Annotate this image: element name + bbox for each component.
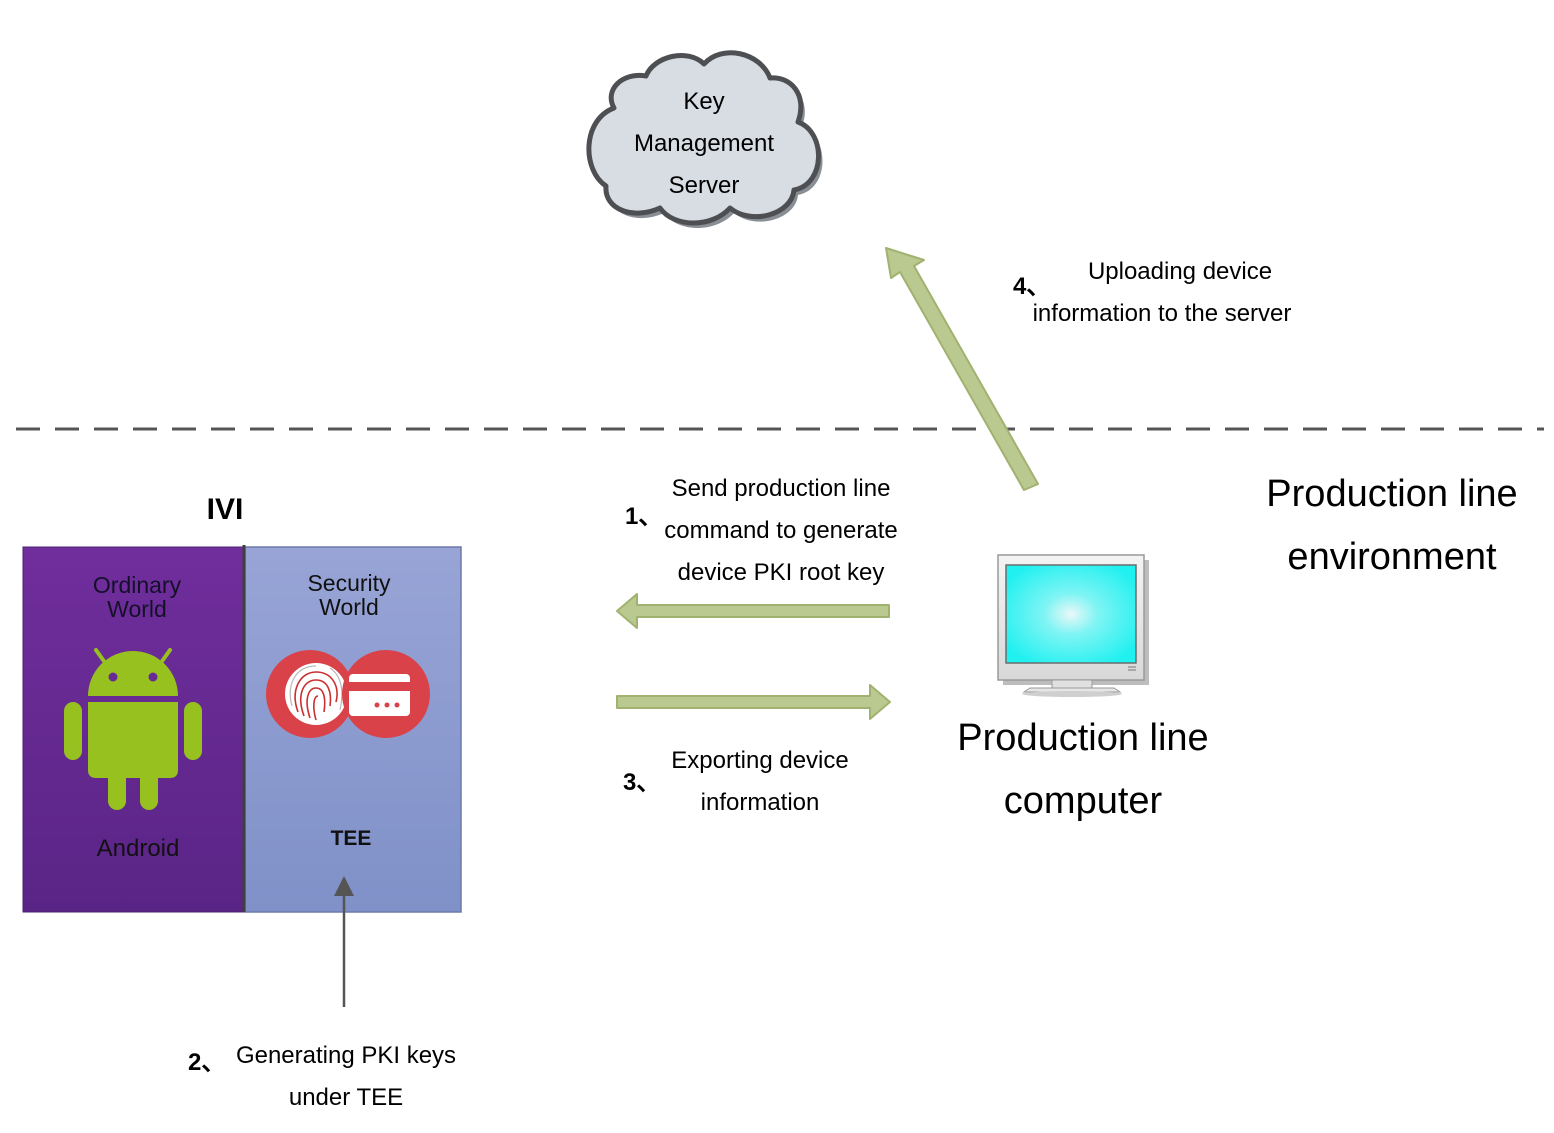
upload-arrow [885,247,1039,491]
step-1-number: 1、 [625,503,663,530]
step-4-line-2: information to the server [1032,300,1292,327]
generate-arrow [334,876,354,1007]
computer-label-line-2: computer [1003,780,1163,822]
step-1-line-1: Send production line [671,475,891,502]
export-arrow [616,684,891,720]
android-label: Android [96,835,180,862]
step-3-line-2: information [700,789,820,816]
step-4-number: 4、 [1013,273,1051,300]
step-2-line-2: under TEE [288,1084,404,1111]
card-icon [342,650,430,738]
security-world-line-1: Security [307,570,391,596]
server-label-line-2: Management [633,130,775,157]
step-1-line-2: command to generate [664,517,898,544]
step-2-number: 2、 [188,1049,226,1076]
cloud-icon [586,50,823,228]
security-world-label: Security World [307,571,390,619]
step-2-line-1: Generating PKI keys [235,1042,457,1069]
step-4-line-1: Uploading device [1087,258,1273,285]
environment-label: Production line environment [1266,463,1517,589]
server-label: Key Management Server [604,81,804,207]
security-world-line-2: World [319,594,379,620]
ordinary-world-line-1: Ordinary [92,572,182,598]
ivi-title: IVI [206,493,244,526]
monitor-icon [997,554,1149,697]
tee-label: TEE [330,827,372,850]
environment-label-line-2: environment [1287,536,1497,578]
computer-label-line-1: Production line [957,717,1209,759]
command-arrow [616,593,890,629]
server-label-line-1: Key [683,88,725,115]
ordinary-world-label: Ordinary World [93,573,181,621]
environment-label-line-1: Production line [1266,473,1518,515]
server-label-line-3: Server [668,172,740,199]
fingerprint-icon [266,650,354,738]
step-3-number: 3、 [623,769,661,796]
ordinary-world-line-2: World [107,596,167,622]
step-1-line-3: device PKI root key [677,559,885,586]
computer-label: Production line computer [957,707,1208,833]
step-3-line-1: Exporting device [671,747,849,774]
android-icon [64,648,202,810]
